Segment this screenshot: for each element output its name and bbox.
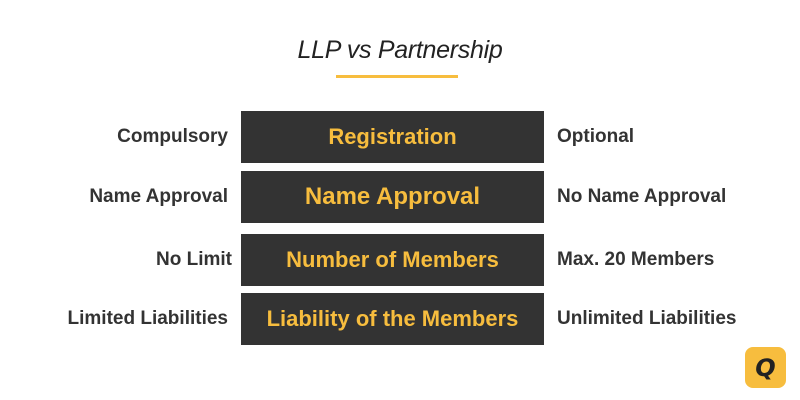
logo-letter: Q: [755, 353, 776, 382]
q-logo-icon: Q: [745, 347, 786, 388]
partnership-value: Optional: [557, 126, 635, 147]
llp-value: Name Approval: [89, 186, 228, 207]
llp-value: No Limit: [156, 249, 232, 270]
llp-value: Compulsory: [117, 126, 228, 147]
title-underline: [336, 75, 458, 78]
criterion-box: Liability of the Members: [241, 293, 544, 345]
llp-value: Limited Liabilities: [67, 308, 228, 329]
partnership-value: No Name Approval: [557, 186, 727, 207]
comparison-row-liability: Limited Liabilities Liability of the Mem…: [0, 293, 800, 345]
comparison-row-name-approval: Name Approval Name Approval No Name Appr…: [0, 171, 800, 223]
comparison-row-registration: Compulsory Registration Optional: [0, 111, 800, 163]
criterion-box: Name Approval: [241, 171, 544, 223]
partnership-value: Max. 20 Members: [557, 249, 715, 270]
comparison-row-members: No Limit Number of Members Max. 20 Membe…: [0, 234, 800, 286]
criterion-box: Number of Members: [241, 234, 544, 286]
criterion-box: Registration: [241, 111, 544, 163]
partnership-value: Unlimited Liabilities: [557, 308, 737, 329]
page-title: LLP vs Partnership: [297, 36, 503, 64]
